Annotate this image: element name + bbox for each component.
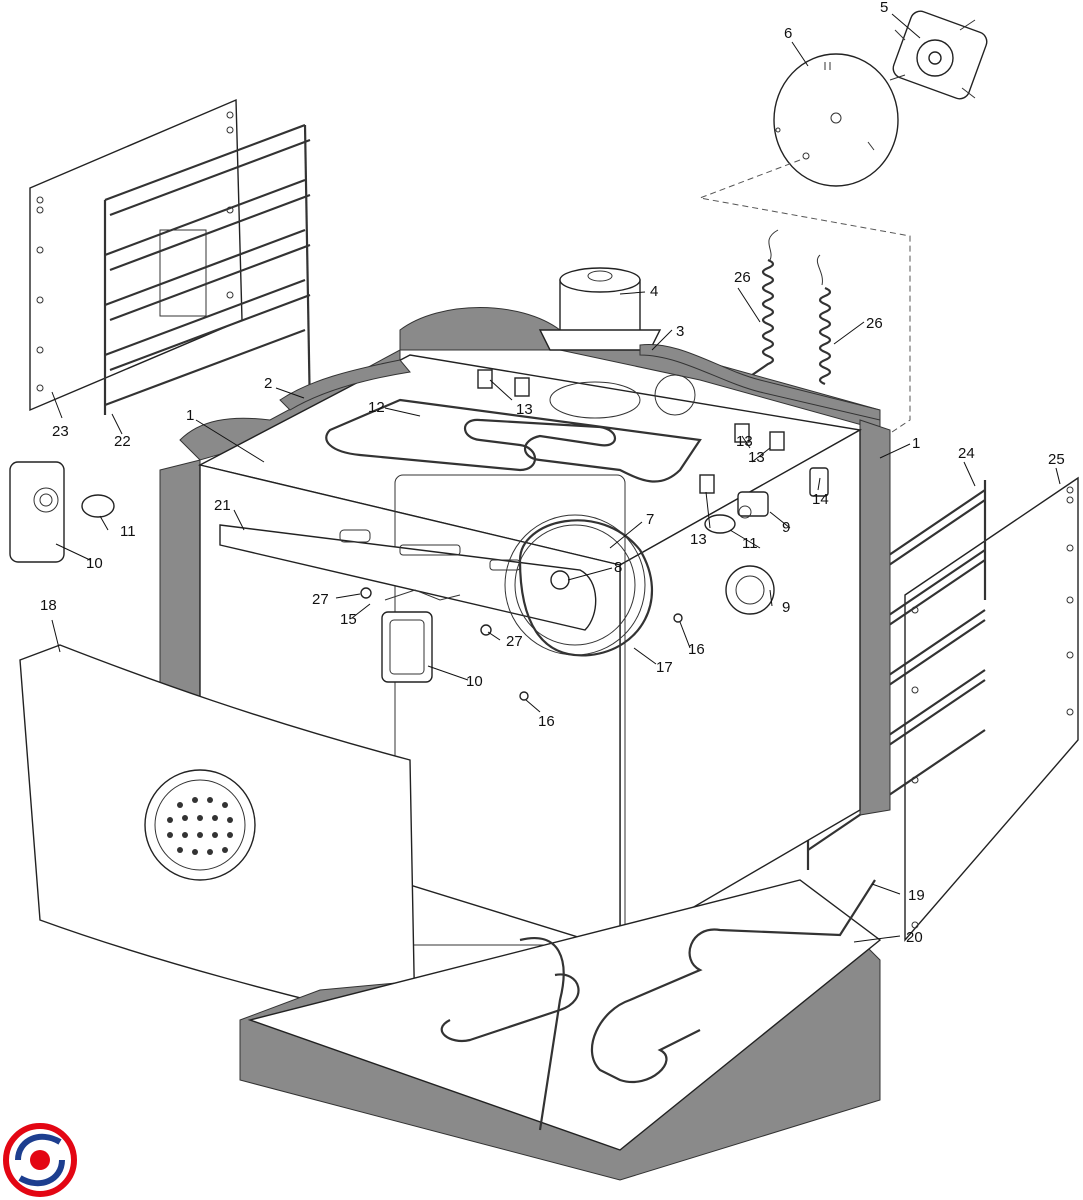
callout-labels: 5 6 4 26 26 3 2 1 1 12 13 13 13 13 14 24… [40, 0, 1065, 946]
callout-27-center: 27 [506, 633, 523, 650]
callout-2: 2 [264, 375, 272, 392]
fan-cover-plate [773, 53, 899, 187]
callout-4: 4 [650, 283, 658, 300]
callout-18: 18 [40, 597, 57, 614]
callout-5: 5 [880, 0, 888, 16]
bottom-heating-element [440, 879, 876, 1083]
fan-motor-housing [538, 267, 662, 351]
lamp-bulb-upper [704, 514, 736, 534]
callout-9-upper: 9 [782, 519, 790, 536]
element-brackets [477, 369, 785, 494]
callout-10-center: 10 [466, 673, 483, 690]
callout-10-left: 10 [86, 555, 103, 572]
inner-lamp-cover [381, 611, 433, 683]
oven-cavity [159, 307, 891, 952]
callout-19: 19 [908, 887, 925, 904]
callout-13-right-a: 13 [736, 433, 753, 450]
fan-blade [550, 570, 570, 590]
light-bracket [384, 589, 461, 601]
callout-11-left: 11 [120, 523, 136, 540]
callout-25: 25 [1048, 451, 1065, 468]
circular-heating-element [518, 519, 653, 657]
callout-3: 3 [676, 323, 684, 340]
callout-6: 6 [784, 25, 792, 42]
callout-23: 23 [52, 423, 69, 440]
fan-assembly-guide [698, 159, 911, 441]
callout-17: 17 [656, 659, 673, 676]
callout-16-center: 16 [538, 713, 555, 730]
leader-lines [51, 13, 1061, 943]
fan-motor [889, 10, 988, 100]
side-lamp-bulb [81, 494, 115, 518]
top-insulation-strip [279, 359, 411, 411]
callout-22: 22 [114, 433, 131, 450]
screws [360, 587, 683, 701]
callout-24: 24 [958, 445, 975, 462]
oven-base-tray [239, 879, 882, 1181]
callout-14: 14 [812, 491, 829, 508]
callout-21: 21 [214, 497, 231, 514]
callout-27-left: 27 [312, 591, 329, 608]
callout-11-right: 11 [742, 535, 758, 552]
callout-26-left: 26 [734, 269, 751, 286]
side-grid-plate-left [29, 98, 243, 412]
front-control-trim [219, 524, 597, 631]
callout-26-right: 26 [866, 315, 883, 332]
callout-12: 12 [368, 399, 385, 416]
door-vent-holes [167, 797, 233, 855]
hinge-spring-right [816, 254, 832, 386]
lamp-glass-lower [725, 565, 775, 615]
hinge-spring-left [741, 229, 779, 383]
callout-15: 15 [340, 611, 357, 628]
top-insulation-blanket [639, 343, 881, 421]
callout-13-top: 13 [516, 401, 533, 418]
side-lamp-cover [9, 461, 65, 563]
callout-1-left: 1 [186, 407, 194, 424]
lamp-holder-upper [737, 491, 769, 519]
callout-13-right-b: 13 [748, 449, 765, 466]
shelf-rack-left [103, 123, 312, 416]
door-front-panel [19, 644, 416, 1026]
base-cable [519, 937, 565, 1131]
brand-logo-icon [3, 1123, 77, 1197]
callout-16-right: 16 [688, 641, 705, 658]
side-grid-plate-right [904, 476, 1079, 942]
callout-1-right: 1 [912, 435, 920, 452]
grill-heating-element [325, 398, 702, 483]
callout-9-lower: 9 [782, 599, 790, 616]
callout-20: 20 [906, 929, 923, 946]
callout-8: 8 [614, 559, 622, 576]
callout-13-lower: 13 [690, 531, 707, 548]
callout-7: 7 [646, 511, 654, 528]
